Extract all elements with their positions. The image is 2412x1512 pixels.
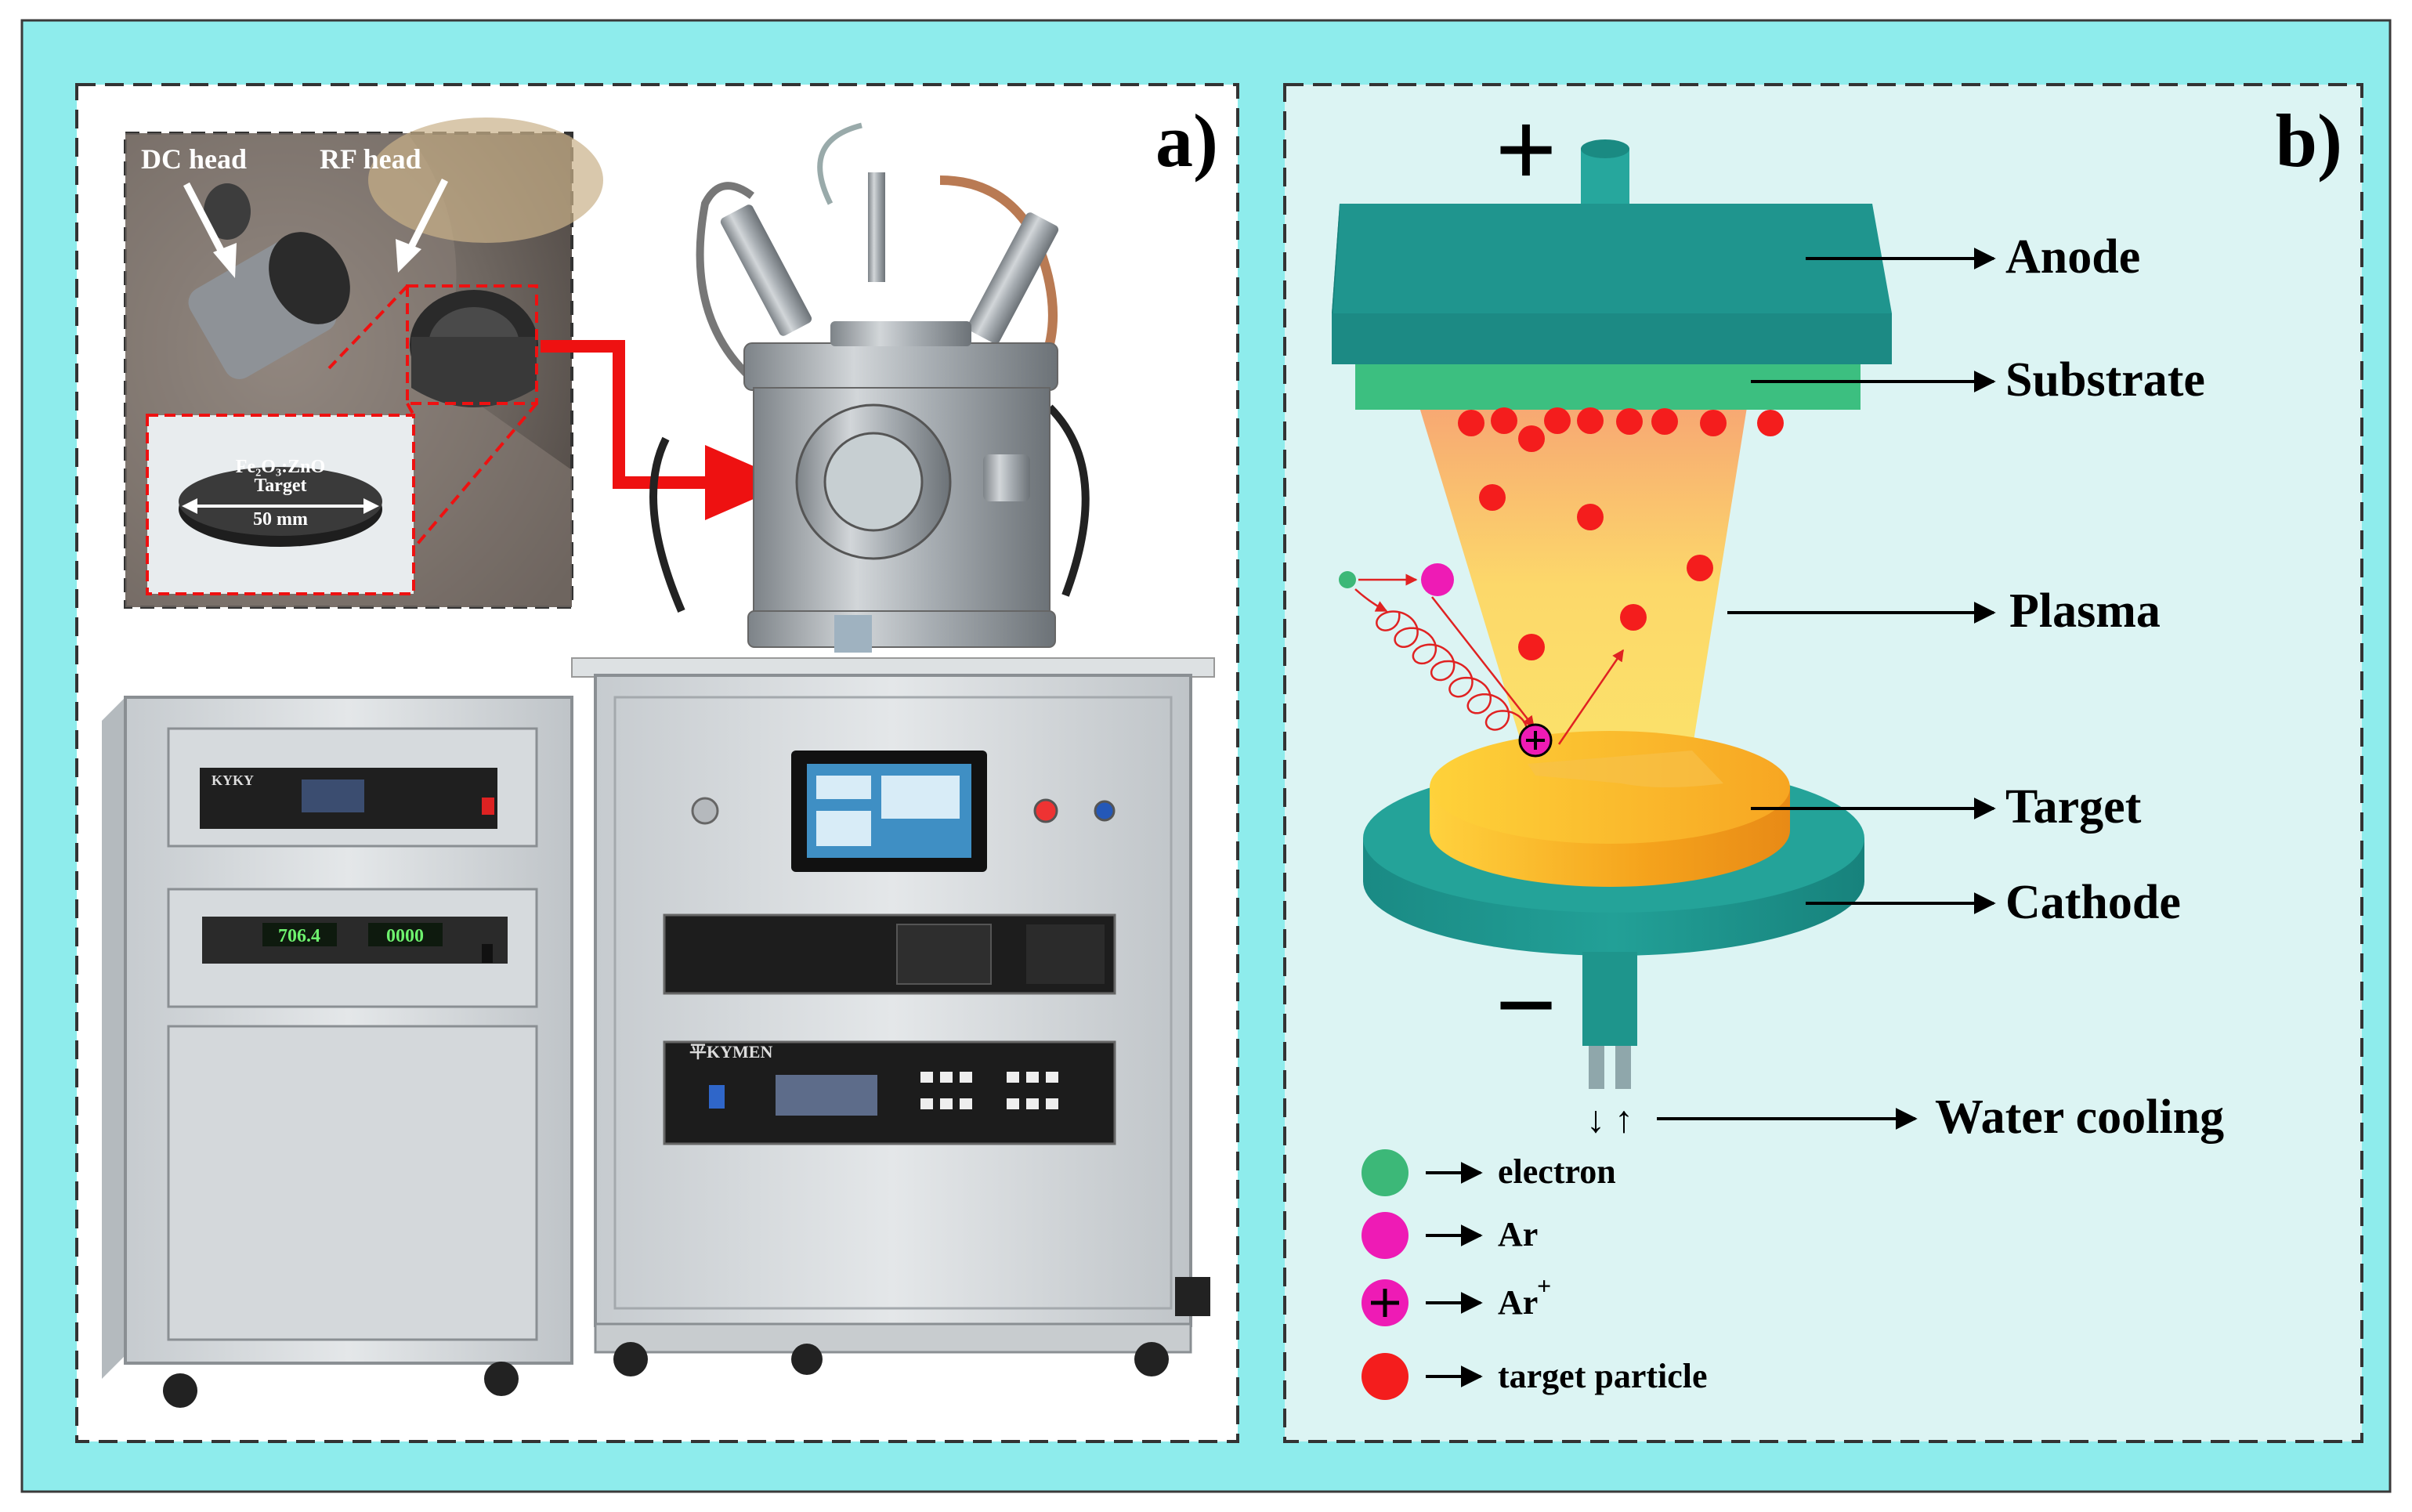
panel-b: b) + − ↓ ↑ (1283, 83, 2363, 1443)
target-particle (1616, 408, 1643, 435)
target-particle (1757, 410, 1784, 436)
zoom-line-2 (412, 402, 538, 550)
component-labels: Anode Substrate Plasma Target Cathode Wa… (1657, 230, 2224, 1144)
anode-label: Anode (2005, 230, 2140, 284)
legend: electron Ar Ar + target particle (1361, 1149, 1708, 1400)
target-particle (1700, 410, 1727, 436)
panel-a-letter: a) (1155, 99, 1218, 183)
panel-b-letter: b) (2276, 99, 2342, 183)
cathode-label: Cathode (2005, 876, 2181, 929)
argon-atom (1421, 563, 1454, 596)
substrate-layer (1355, 364, 1861, 410)
target-particle (1620, 604, 1647, 631)
rack-brand: 平KYMEN (689, 1042, 772, 1062)
rf-head-arrow (403, 178, 449, 257)
legend-target-particle-swatch (1361, 1353, 1409, 1400)
water-cooling-label: Water cooling (1935, 1091, 2224, 1144)
anode-block (1332, 139, 1892, 364)
target-label: Target (2005, 780, 2142, 834)
cathode-minus-sign: − (1495, 945, 1557, 1066)
viewport-window (823, 432, 924, 532)
zoom-line-1 (327, 284, 409, 370)
substrate-label: Substrate (2005, 353, 2205, 407)
legend-electron-swatch (1361, 1149, 1409, 1196)
target-particle (1651, 408, 1678, 435)
meter-right-readout: 0000 (386, 926, 424, 946)
legend-ar-swatch (1361, 1212, 1409, 1259)
target-particles (1458, 407, 1784, 660)
rf-brand: KYKY (212, 772, 254, 788)
target-particle (1518, 634, 1545, 660)
main-cabinet: 平KYMEN (571, 657, 1215, 1376)
target-word-label: Target (254, 476, 306, 496)
legend-ar-label: Ar (1498, 1215, 1538, 1253)
water-flow-arrows: ↓ ↑ (1586, 1099, 1633, 1141)
target-diameter-label: 50 mm (253, 509, 308, 530)
target-disc-diagram (1430, 731, 1790, 887)
stop-button (1033, 798, 1058, 823)
target-particle (1544, 407, 1571, 434)
legend-item-electron: electron (1361, 1149, 1616, 1196)
dc-head-shape (188, 183, 350, 379)
legend-ar-ion-label: Ar (1498, 1283, 1538, 1322)
target-particle (1458, 410, 1484, 436)
target-material-label: Fe₂O₃:ZnO (236, 457, 325, 477)
ionization-process (1339, 563, 1625, 758)
vacuum-chamber (649, 122, 1090, 653)
plasma-label: Plasma (2009, 584, 2161, 638)
panel-a: a) (75, 83, 1239, 1443)
rack-unit-lower (663, 1040, 1116, 1145)
legend-item-target-particle: target particle (1361, 1353, 1708, 1400)
rf-meter-panel (202, 917, 508, 964)
legend-electron-label: electron (1498, 1152, 1616, 1191)
legend-item-ar: Ar (1361, 1212, 1538, 1259)
meter-left-readout: 706.4 (278, 926, 320, 946)
target-particle (1577, 407, 1604, 434)
inset-photo: Fe₂O₃:ZnO Target 50 mm DC head RF head (124, 118, 603, 609)
electron-particle (1339, 571, 1356, 588)
rf-head-shape (410, 290, 538, 407)
target-particle (1491, 407, 1517, 434)
target-particle (1577, 504, 1604, 530)
target-particle (1479, 484, 1506, 511)
target-particle (1687, 555, 1713, 581)
legend-target-particle-label: target particle (1498, 1357, 1708, 1395)
target-particle (1518, 425, 1545, 452)
dc-head-label: DC head (141, 143, 247, 175)
rf-head-label: RF head (320, 143, 421, 175)
rf-power-cabinet: KYKY 706.4 0000 (102, 696, 573, 1408)
legend-ar-ion-superscript: + (1537, 1271, 1551, 1300)
anode-plus-sign: + (1495, 89, 1557, 211)
legend-item-ar-ion: Ar + (1361, 1271, 1551, 1326)
electron-spiral (1376, 610, 1528, 731)
inset-to-chamber-arrow (541, 340, 721, 489)
